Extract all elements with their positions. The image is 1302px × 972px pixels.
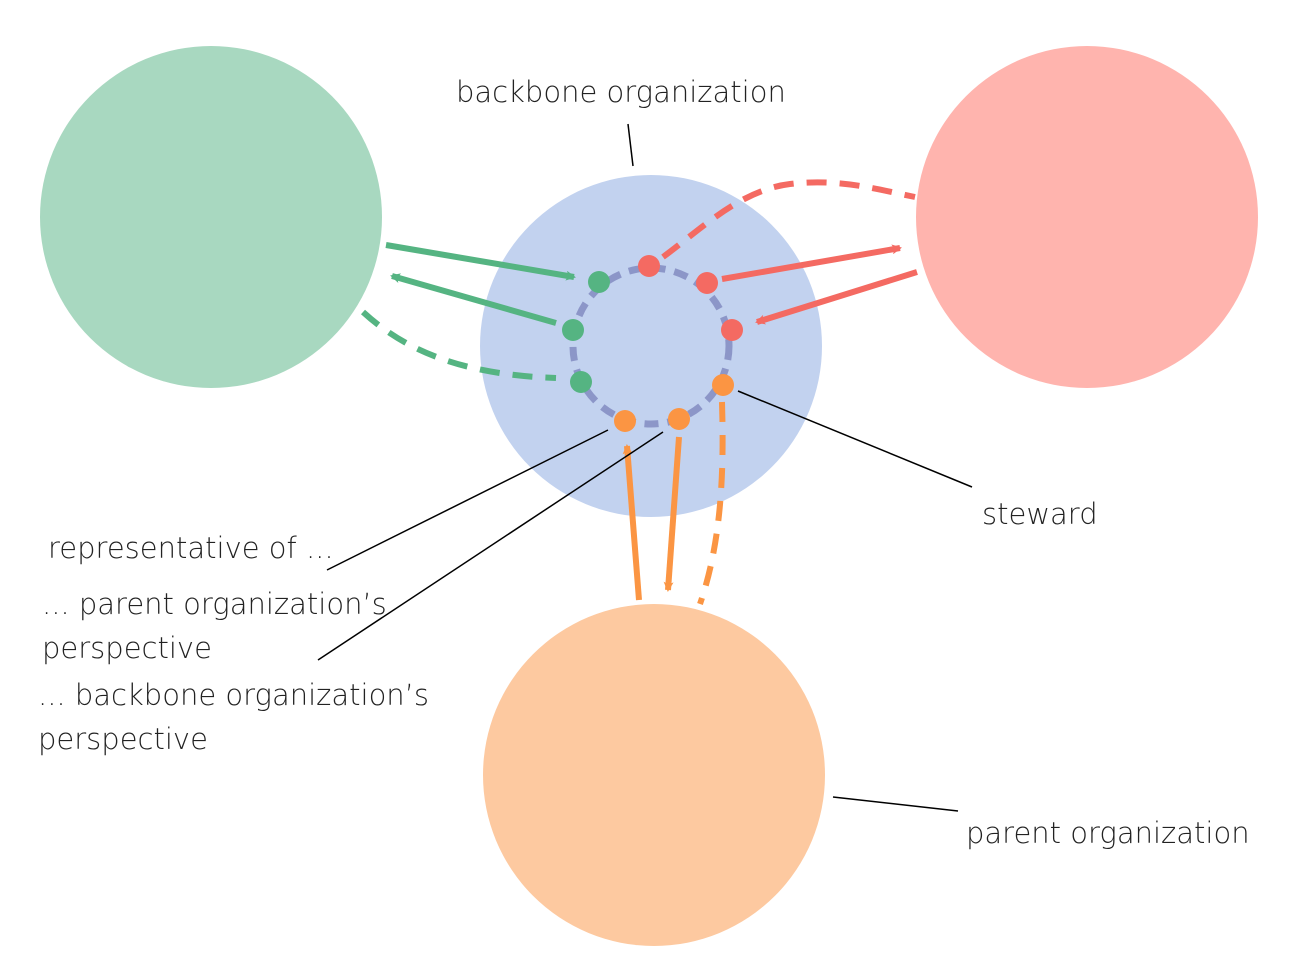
parent-organization-circle	[483, 604, 825, 946]
orange-representative-dot	[668, 408, 690, 430]
parent-perspective-line1: ... parent organization’s	[42, 587, 387, 621]
steward-label: steward	[982, 497, 1098, 531]
backbone-label-leader	[627, 123, 634, 167]
backbone-perspective-label: ... backbone organization’s perspective	[38, 673, 429, 761]
green-steward-dot	[570, 371, 592, 393]
orange-arrow-down	[663, 436, 682, 592]
red-dashed-link	[661, 179, 916, 260]
red-arrow-out	[721, 244, 902, 282]
backbone-perspective-line2: perspective	[38, 722, 208, 756]
green-arrow-in	[385, 242, 576, 281]
orange-dashed-link	[697, 401, 726, 605]
red-arrow-in	[755, 269, 918, 325]
parent-perspective-line2: perspective	[42, 631, 212, 665]
red-organization-circle	[916, 46, 1258, 388]
red-steward-dot	[638, 255, 660, 277]
steward-label-leader	[737, 390, 973, 488]
green-organization-circle	[40, 46, 382, 388]
green-dashed-link	[360, 309, 557, 381]
red-representative-dot	[721, 319, 743, 341]
backbone-perspective-line1: ... backbone organization’s	[38, 678, 430, 712]
green-representative-dot	[562, 319, 584, 341]
parent-perspective-leader	[326, 429, 609, 571]
parent-org-label-leader	[832, 796, 959, 812]
representative-of-label: representative of ...	[48, 531, 334, 565]
backbone-organization-label: backbone organization	[456, 75, 786, 109]
parent-organization-label: parent organization	[966, 816, 1250, 850]
backbone-organization-circle	[480, 175, 822, 517]
green-representative-dot	[588, 271, 610, 293]
backbone-perspective-leader	[317, 431, 664, 661]
representatives-ring	[569, 264, 733, 428]
parent-perspective-label: ... parent organization’s perspective	[42, 582, 387, 670]
red-representative-dot	[696, 272, 718, 294]
orange-representative-dot	[614, 410, 636, 432]
green-arrow-out	[390, 273, 557, 326]
orange-steward-dot	[712, 374, 734, 396]
orange-arrow-up	[622, 444, 642, 601]
